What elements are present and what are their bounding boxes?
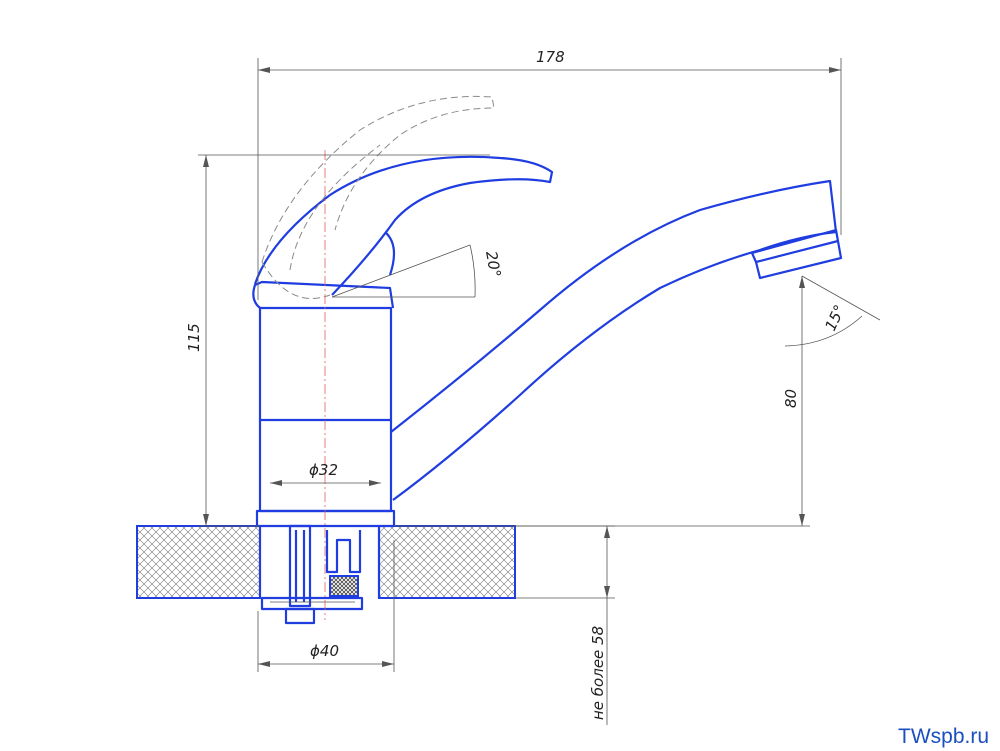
spout — [390, 179, 843, 501]
dim-body-diameter: ϕ32 — [309, 461, 338, 479]
body-cylinder — [258, 306, 393, 513]
base-flange — [255, 509, 396, 528]
mounting-plate — [260, 596, 364, 611]
mounting-stud — [288, 524, 312, 608]
dimension-lines — [198, 58, 881, 725]
mounting-washer — [329, 575, 359, 597]
dim-lever-angle: 20° — [482, 250, 504, 279]
mounting-nut — [284, 607, 316, 625]
dim-height-total: 115 — [185, 323, 203, 352]
dim-width-total: 178 — [536, 48, 565, 66]
watermark: TWspb.ru — [898, 725, 989, 748]
mounting-hardware — [255, 509, 396, 625]
mounting-sleeve — [325, 530, 362, 574]
handle-lever-raised — [261, 95, 495, 299]
lever-pivot — [384, 231, 396, 276]
countertop-left — [136, 525, 261, 599]
dim-max-countertop: не более 58 — [589, 626, 607, 720]
dim-mount-diameter: ϕ40 — [310, 642, 339, 660]
countertop-right — [378, 525, 516, 599]
countertop-section — [136, 525, 516, 599]
handle-lever — [253, 155, 554, 296]
aerator — [750, 228, 843, 280]
body-cap — [252, 280, 395, 309]
faucet-body — [252, 231, 396, 513]
dim-spout-height: 80 — [782, 389, 800, 408]
